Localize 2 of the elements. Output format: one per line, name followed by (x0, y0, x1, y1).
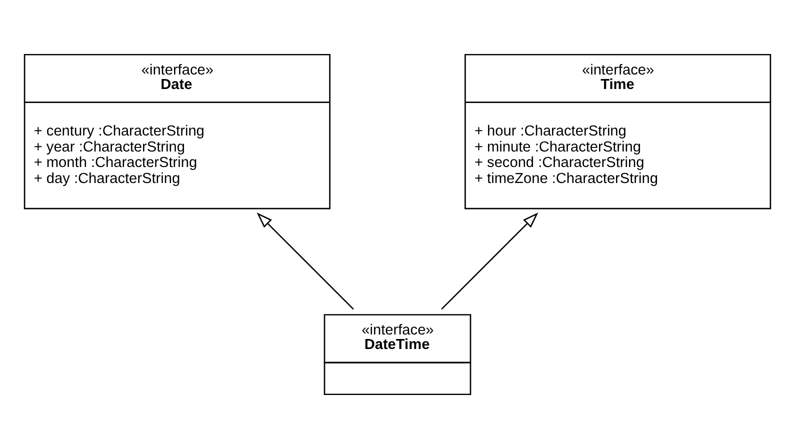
arrow (256, 212, 354, 310)
arrow (441, 212, 538, 310)
